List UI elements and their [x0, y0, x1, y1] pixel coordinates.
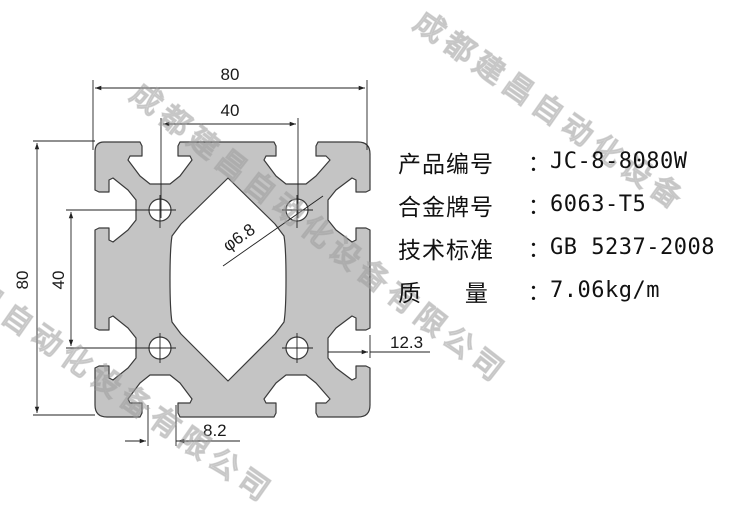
spec-table: 产品编号 ： JC-8-8080W 合金牌号 ： 6063-T5 技术标准 ： …	[398, 140, 748, 312]
spec-label: 质 量	[398, 280, 488, 307]
spec-value: GB 5237-2008	[550, 235, 715, 260]
dim-overall-width: 80	[221, 65, 240, 84]
spec-colon: ：	[528, 194, 551, 220]
spec-row-technical-standard: 技术标准 ： GB 5237-2008	[398, 226, 748, 269]
dim-hole-spacing-horizontal: 40	[221, 101, 240, 120]
spec-colon: ：	[528, 280, 551, 306]
spec-row-alloy-grade: 合金牌号 ： 6063-T5	[398, 183, 748, 226]
spec-colon: ：	[528, 237, 551, 263]
spec-row-weight: 质 量 ： 7.06kg/m	[398, 269, 748, 312]
dim-hole-spacing-vertical: 40	[49, 271, 68, 290]
dim-slot-opening: 8.2	[203, 421, 227, 440]
profile-cross-section	[94, 141, 371, 418]
dim-overall-height: 80	[13, 271, 32, 290]
spec-value: 7.06kg/m	[550, 278, 660, 303]
spec-row-product-code: 产品编号 ： JC-8-8080W	[398, 140, 748, 183]
spec-label: 产品编号	[398, 151, 494, 178]
spec-value: 6063-T5	[550, 192, 647, 217]
spec-colon: ：	[528, 151, 551, 177]
dim-slot-depth: 12.3	[390, 333, 423, 352]
spec-value: JC-8-8080W	[550, 149, 688, 174]
spec-label: 合金牌号	[398, 194, 494, 221]
dim-hole-diameter: φ6.8	[219, 220, 258, 255]
profile-drawing: 80 40 80 40 φ6.8 12.3 8.2	[13, 65, 430, 446]
dimension-lines	[33, 80, 430, 446]
spec-label: 技术标准	[398, 237, 494, 264]
